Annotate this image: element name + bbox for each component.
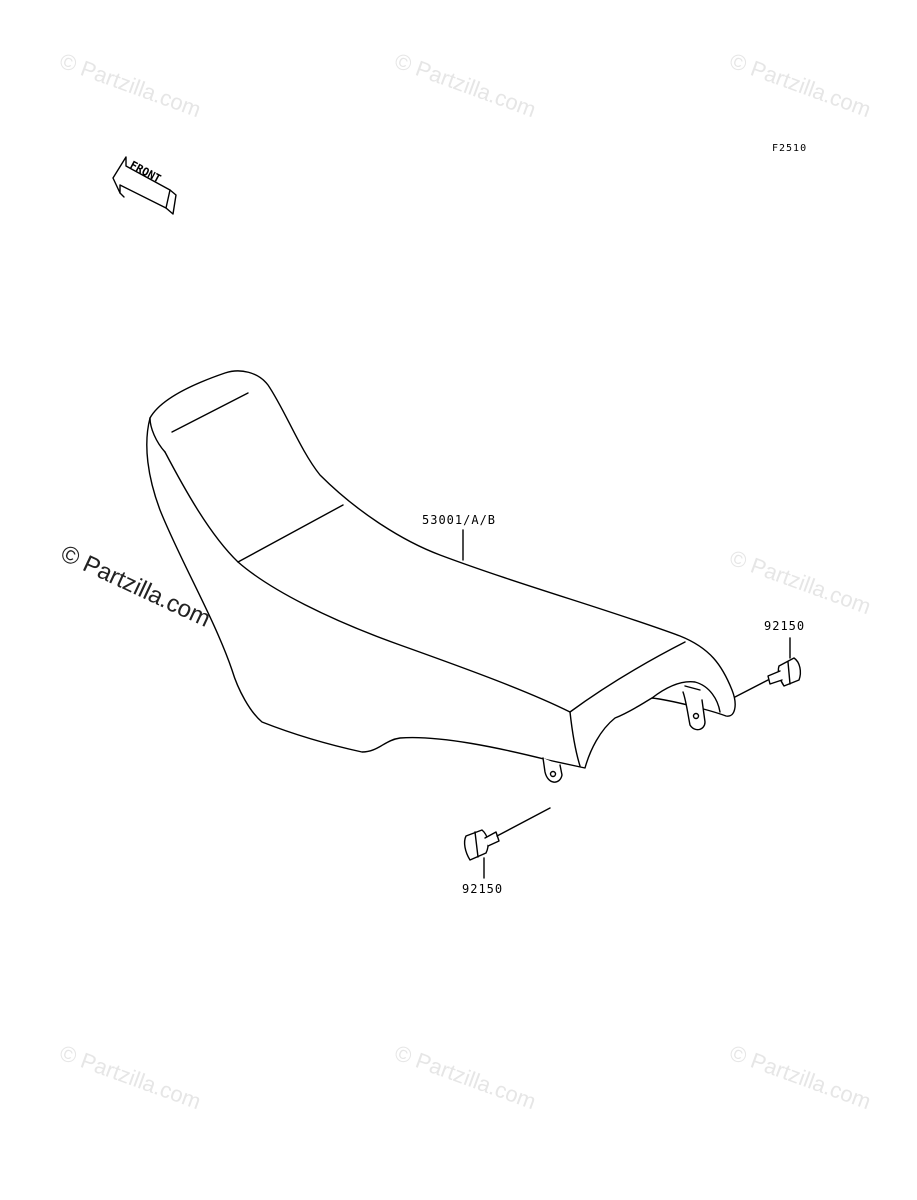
part-label-seat: 53001/A/B <box>422 513 497 527</box>
part-label-bolt-left: 92150 <box>462 882 504 896</box>
front-arrow-icon <box>112 156 177 215</box>
right-mount-bracket <box>682 685 706 731</box>
seat-outline <box>146 370 736 769</box>
bolt-left-icon <box>463 829 500 861</box>
bolt-right-icon <box>767 657 802 687</box>
figure-code: F2510 <box>772 143 808 154</box>
left-mount-bracket <box>542 757 563 783</box>
part-label-bolt-right: 92150 <box>764 619 806 633</box>
